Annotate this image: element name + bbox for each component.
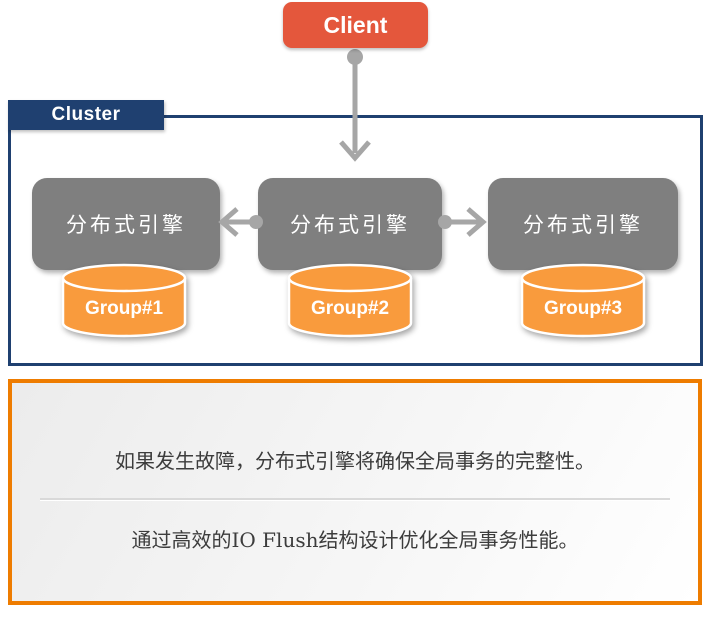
client-node: Client (283, 2, 428, 48)
engine-node-3: 分布式引擎 (488, 178, 678, 270)
note-divider (40, 498, 670, 500)
database-cylinder-icon (287, 263, 413, 338)
database-cylinder-icon (61, 263, 187, 338)
group-2-label: Group#2 (310, 298, 390, 319)
cluster-tab: Cluster (8, 100, 164, 130)
engine-3-label: 分布式引擎 (523, 213, 643, 237)
engine-1-label: 分布式引擎 (66, 213, 186, 237)
group-3-label: Group#3 (543, 298, 623, 319)
engine-2-label: 分布式引擎 (290, 213, 410, 237)
database-cylinder-icon (520, 263, 646, 338)
note-line-1: 如果发生故障，分布式引擎将确保全局事务的完整性。 (115, 449, 595, 473)
database-group-1: Group#1 (59, 262, 189, 342)
note-line-2: 通过高效的IO Flush结构设计优化全局事务性能。 (131, 528, 579, 552)
cluster-label: Cluster (51, 104, 121, 125)
client-label: Client (323, 11, 388, 38)
group-1-label: Group#1 (84, 298, 164, 319)
database-group-2: Group#2 (285, 262, 415, 342)
notes-panel: 如果发生故障，分布式引擎将确保全局事务的完整性。 通过高效的IO Flush结构… (8, 379, 702, 605)
database-group-3: Group#3 (518, 262, 648, 342)
engine-node-1: 分布式引擎 (32, 178, 220, 270)
engine-node-2: 分布式引擎 (258, 178, 442, 270)
